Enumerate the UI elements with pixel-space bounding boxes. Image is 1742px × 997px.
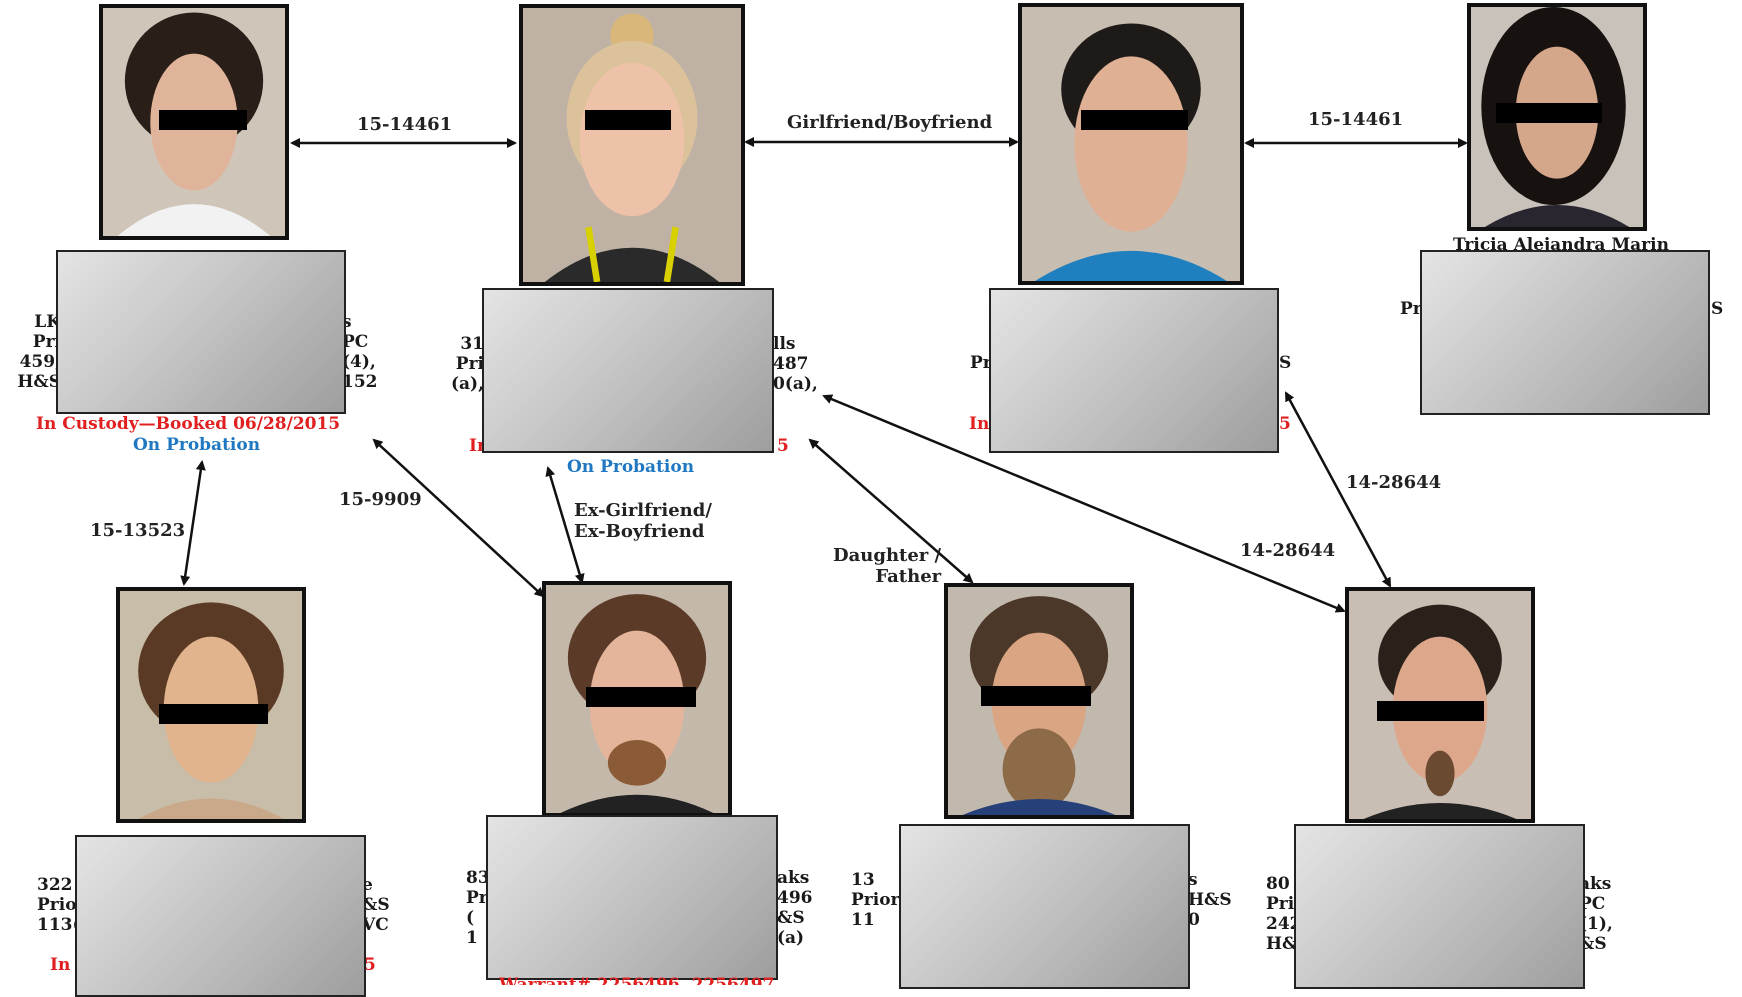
person-5-portrait-image xyxy=(120,591,302,819)
link-label-p3-p4: 15-14461 xyxy=(1308,109,1404,130)
link-label-p3-p8: 14-28644 xyxy=(1346,472,1442,493)
link-label-p1-p6: 15-9909 xyxy=(339,489,422,510)
link-label-p1-p2: 15-14461 xyxy=(357,114,453,135)
person-1-details-right-fragment: s PC (4), 152 xyxy=(342,312,378,392)
person-3-mugshot xyxy=(1018,3,1244,285)
person-2-portrait-image xyxy=(523,8,741,282)
person-4-redaction-box xyxy=(1420,250,1710,415)
person-4-details-right-fragment: S xyxy=(1711,299,1724,319)
person-2-details-left-fragment: 31 Pri (a), xyxy=(450,334,484,394)
person-8-redaction-box xyxy=(1294,824,1585,989)
person-3-details-left-fragment: Pr xyxy=(970,353,992,373)
person-3-eye-redaction xyxy=(1081,110,1188,130)
person-5-status-left-fragment: In xyxy=(50,955,71,975)
person-3-redaction-box xyxy=(989,288,1279,453)
person-5-eye-redaction xyxy=(159,704,268,724)
person-7-eye-redaction xyxy=(981,686,1091,706)
person-3-portrait-image xyxy=(1022,7,1240,281)
person-3-details-right-fragment: S xyxy=(1279,353,1292,373)
person-5-redaction-box xyxy=(75,835,366,997)
person-6-redaction-box xyxy=(486,815,778,980)
person-6-eye-redaction xyxy=(586,687,696,707)
link-label-p2-p8: 14-28644 xyxy=(1240,540,1336,561)
person-1-custody-status: In Custody—Booked 06/28/2015 xyxy=(36,414,341,434)
link-label-p2-p7: Daughter / Father xyxy=(833,545,942,587)
person-7-redaction-box xyxy=(899,824,1190,989)
person-8-eye-redaction xyxy=(1377,701,1484,721)
person-2-mugshot xyxy=(519,4,745,286)
link-p1-p6 xyxy=(372,438,545,598)
person-5-mugshot xyxy=(116,587,306,823)
person-6-warrant-status: Warrant# 2256496, 2256497 xyxy=(499,975,775,995)
link-p2-p8 xyxy=(822,394,1346,613)
link-label-p2-p3: Girlfriend/Boyfriend xyxy=(787,112,993,133)
person-2-status-right-fragment: 5 xyxy=(777,436,789,456)
person-1-probation-status: On Probation xyxy=(133,435,261,455)
person-2-redaction-box xyxy=(482,288,774,453)
person-1-redaction-box xyxy=(56,250,346,414)
person-8-details-right-fragment: aks PC (1), &S xyxy=(1579,874,1613,954)
person-1-eye-redaction xyxy=(159,110,247,130)
link-p2-p6 xyxy=(545,466,585,584)
person-2-eye-redaction xyxy=(585,110,671,130)
person-6-details-left-fragment: 83 Pr ( 1 xyxy=(466,868,490,948)
link-p3-p8 xyxy=(1284,391,1392,588)
person-6-details-right-fragment: aks 496 &S (a) xyxy=(777,868,813,948)
person-7-details-left-fragment: 13 Priors 11 xyxy=(851,870,910,930)
person-4-eye-redaction xyxy=(1496,103,1602,123)
person-5-details-right-fragment: e &S VC xyxy=(362,875,390,935)
person-2-details-right-fragment: lls 487 0(a), xyxy=(773,334,818,394)
person-3-status-left-fragment: In xyxy=(969,414,990,434)
person-2-probation-status: On Probation xyxy=(567,457,695,477)
link-p1-p5 xyxy=(180,460,206,586)
person-5-details-left-fragment: 322 Prio 113( xyxy=(37,875,81,935)
person-4-details-left-fragment: Pr xyxy=(1400,299,1422,319)
link-label-p2-p6: Ex-Girlfriend/ Ex-Boyfriend xyxy=(574,500,712,542)
person-7-details-right-fragment: s H&S 0 xyxy=(1188,870,1232,930)
link-label-p1-p5: 15-13523 xyxy=(90,520,186,541)
person-5-status-right-fragment: 5 xyxy=(364,955,376,975)
person-3-status-right-fragment: 5 xyxy=(1279,414,1291,434)
person-1-details-left-fragment: LK Pri 459, H&S xyxy=(17,312,61,392)
